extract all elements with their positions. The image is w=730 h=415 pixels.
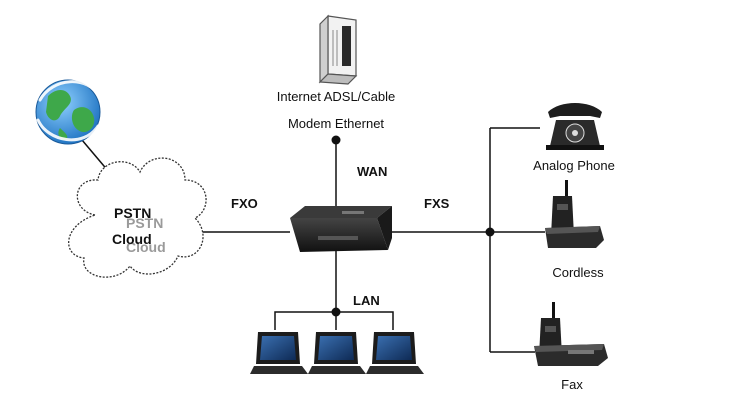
lan-junction-dot bbox=[331, 307, 341, 317]
modem-icon bbox=[318, 14, 358, 85]
analog-phone-icon bbox=[546, 103, 604, 150]
modem-label-line2: Modem Ethernet bbox=[288, 116, 384, 131]
globe-icon bbox=[35, 79, 102, 145]
cordless-label: Cordless bbox=[552, 265, 604, 280]
cloud-shadow-line2: Cloud bbox=[126, 239, 166, 255]
modem-label-line1: Internet ADSL/Cable bbox=[277, 89, 396, 104]
fax-icon bbox=[534, 302, 608, 366]
laptop-icon-middle bbox=[308, 332, 366, 374]
fxo-label: FXO bbox=[231, 196, 258, 211]
fxs-junction-dot bbox=[485, 227, 495, 237]
cordless-phone-icon bbox=[545, 180, 604, 248]
cloud-label-line1: PSTN bbox=[114, 205, 151, 221]
laptop-icon-right bbox=[366, 332, 424, 374]
gateway-device-icon bbox=[290, 206, 392, 252]
fax-label: Fax bbox=[561, 377, 583, 392]
laptop-icon-left bbox=[250, 332, 308, 374]
cloud-label-line2: Cloud bbox=[112, 231, 152, 247]
wan-label: WAN bbox=[357, 164, 387, 179]
fxs-label: FXS bbox=[424, 196, 450, 211]
pstn-cloud-icon bbox=[68, 157, 207, 278]
wan-junction-dot bbox=[331, 135, 341, 145]
lan-label: LAN bbox=[353, 293, 380, 308]
analog-phone-label: Analog Phone bbox=[533, 158, 615, 173]
cloud-shadow-line1: PSTN bbox=[126, 215, 163, 231]
